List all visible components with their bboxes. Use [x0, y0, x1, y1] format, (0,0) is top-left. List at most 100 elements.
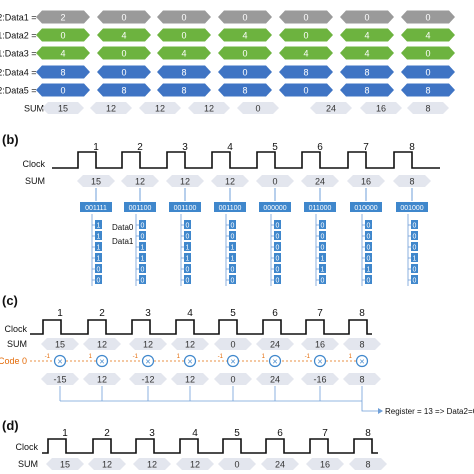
bit-box — [229, 253, 236, 262]
clock-number: 2 — [104, 428, 110, 439]
product-cell — [129, 373, 167, 385]
row-cell-value: 8 — [242, 86, 247, 96]
sum-cell — [188, 102, 230, 114]
bit-value: 0 — [413, 267, 417, 274]
bit-value: 0 — [413, 223, 417, 230]
bit-box — [365, 220, 372, 229]
row-cell — [279, 65, 333, 79]
clock-label: Clock — [22, 159, 45, 169]
row-cell — [157, 65, 211, 79]
clock-number: 1 — [57, 308, 63, 319]
sum-cell — [133, 458, 171, 470]
row-cell — [340, 46, 394, 60]
bit-value: 0 — [97, 267, 101, 274]
row-cell — [340, 83, 394, 97]
bit-box — [184, 220, 191, 229]
bit-box — [184, 253, 191, 262]
sum-cell-value: 12 — [102, 460, 112, 470]
row-cell — [157, 46, 211, 60]
bit-value: 0 — [276, 234, 280, 241]
bit-value: 0 — [231, 267, 235, 274]
code-coefficient: 1 — [262, 354, 266, 360]
product-cell-value: -12 — [141, 375, 154, 385]
sum-cell — [237, 102, 279, 114]
product-cell-value: 8 — [359, 375, 364, 385]
clock-number: 5 — [230, 308, 236, 319]
bit-value: 0 — [231, 234, 235, 241]
bit-box — [319, 253, 326, 262]
bit-value: 1 — [97, 256, 101, 263]
bit-box — [411, 275, 418, 284]
sum-cell — [256, 338, 294, 350]
sum-cell — [256, 175, 294, 187]
sum-cell-value: 12 — [204, 104, 214, 114]
sum-cell-value: 12 — [185, 340, 195, 350]
bit-value: 0 — [186, 223, 190, 230]
sum-cell — [41, 338, 79, 350]
code-coefficient: 1 — [177, 354, 181, 360]
row-cell — [36, 46, 90, 60]
bit-value: 0 — [276, 267, 280, 274]
bit-value: 1 — [141, 245, 145, 252]
row-cell — [36, 10, 90, 24]
product-cell-value: -16 — [313, 375, 326, 385]
product-cell-value: 0 — [230, 375, 235, 385]
sum-cell-value: 12 — [135, 177, 145, 187]
code-coefficient: -1 — [305, 354, 311, 360]
sum-cell-value: 12 — [155, 104, 165, 114]
bit-value: 1 — [367, 267, 371, 274]
sum-cell-value: 24 — [270, 340, 280, 350]
product-cell — [171, 373, 209, 385]
bit-box — [365, 275, 372, 284]
row-cell — [218, 83, 272, 97]
bit-box — [274, 231, 281, 240]
sum-cell — [166, 175, 204, 187]
bit-value: 1 — [231, 245, 235, 252]
row-cell-value: 4 — [425, 31, 430, 41]
sum-cell — [310, 102, 352, 114]
bit-box — [319, 264, 326, 273]
multiply-symbol: × — [187, 357, 192, 367]
code-coefficient: -1 — [218, 354, 224, 360]
row-cell — [218, 46, 272, 60]
clock-number: 1 — [93, 142, 99, 153]
sum-cell — [46, 458, 84, 470]
bit-box — [411, 231, 418, 240]
sum-cell-value: 12 — [190, 460, 200, 470]
bit-box — [229, 231, 236, 240]
product-cell — [343, 373, 381, 385]
sum-cell-value: 16 — [315, 340, 325, 350]
row-cell — [401, 10, 455, 24]
bit-value: 0 — [321, 234, 325, 241]
row-cell — [36, 83, 90, 97]
sum-cell-value: 8 — [359, 340, 364, 350]
bit-value: 0 — [231, 223, 235, 230]
bit-value: 0 — [367, 256, 371, 263]
row-cell — [279, 83, 333, 97]
sum-cell — [261, 458, 299, 470]
sum-cell — [83, 338, 121, 350]
row-cell-value: 4 — [60, 49, 65, 59]
clock-label: Clock — [15, 442, 38, 452]
sum-cell-value: 12 — [106, 104, 116, 114]
binary-code-box — [350, 202, 382, 212]
register-arrowhead — [378, 408, 383, 414]
sum-cell — [393, 175, 431, 187]
product-cell — [214, 373, 252, 385]
row-cell — [36, 65, 90, 79]
row-cell — [97, 28, 151, 42]
sum-cell — [349, 458, 387, 470]
bit-box — [319, 242, 326, 251]
sum-cell-value: 12 — [147, 460, 157, 470]
clock-label: Clock — [4, 324, 27, 334]
bit-value: 0 — [321, 278, 325, 285]
row-cell — [340, 28, 394, 42]
row-cell-value: 0 — [303, 86, 308, 96]
product-cell-value: 12 — [185, 375, 195, 385]
clock-number: 4 — [192, 428, 198, 439]
multiply-symbol: × — [99, 357, 104, 367]
multiply-node — [53, 354, 67, 368]
code-coefficient: 1 — [349, 354, 353, 360]
multiply-symbol: × — [272, 357, 277, 367]
